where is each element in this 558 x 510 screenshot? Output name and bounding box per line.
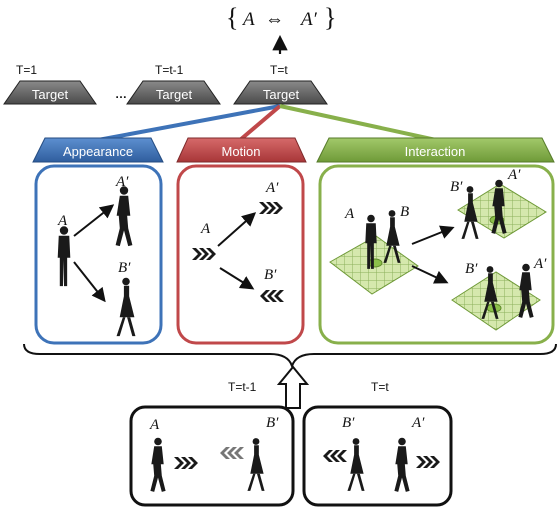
label-b-prime: B′ bbox=[465, 261, 478, 277]
target-label: Target bbox=[32, 87, 69, 102]
label-a-prime: A′ bbox=[115, 174, 129, 190]
label-b-prime: B′ bbox=[118, 260, 131, 276]
time-label: T=1 bbox=[16, 63, 37, 77]
svg-text:{: { bbox=[226, 3, 238, 32]
label-b-prime: B′ bbox=[266, 415, 279, 431]
target-label: Target bbox=[263, 87, 300, 102]
timeline-ellipsis: … bbox=[115, 87, 127, 101]
label-a: A bbox=[200, 221, 211, 237]
time-label: T=t bbox=[270, 63, 288, 77]
interaction-header: Interaction bbox=[316, 137, 555, 163]
svg-text:A′: A′ bbox=[299, 9, 318, 30]
label-b-prime: B′ bbox=[342, 415, 355, 431]
time-label: T=t-1 bbox=[155, 63, 184, 77]
appearance-header: Appearance bbox=[32, 137, 164, 163]
svg-text:}: } bbox=[324, 3, 336, 32]
label-a: A bbox=[57, 213, 68, 229]
target-t: T=t Target bbox=[233, 63, 328, 105]
svg-text:A: A bbox=[241, 9, 255, 30]
frame-t-minus-1: T=t-1 A B′ bbox=[129, 380, 295, 507]
svg-text:Interaction: Interaction bbox=[405, 144, 466, 159]
label-a: A bbox=[149, 417, 160, 433]
svg-text:Motion: Motion bbox=[221, 144, 260, 159]
appearance-panel: A A′ B′ bbox=[34, 164, 163, 345]
motion-connector bbox=[238, 104, 282, 142]
label-b-prime: B′ bbox=[264, 267, 277, 283]
input-arrow bbox=[276, 365, 310, 409]
appearance-connector bbox=[97, 104, 281, 142]
interaction-panel: A B B′ A′ B′ A′ bbox=[318, 164, 555, 345]
label-a-prime: A′ bbox=[507, 167, 521, 183]
label-a-prime: A′ bbox=[533, 256, 547, 272]
label-a-prime: A′ bbox=[411, 415, 425, 431]
motion-header: Motion bbox=[176, 137, 307, 163]
target-t1: T=1 Target bbox=[3, 63, 97, 105]
label-a-prime: A′ bbox=[265, 180, 279, 196]
label-a: A bbox=[344, 206, 355, 222]
time-label: T=t bbox=[371, 380, 389, 394]
target-label: Target bbox=[156, 87, 193, 102]
frame-t: T=t B′ A′ bbox=[302, 380, 453, 507]
label-b-prime: B′ bbox=[450, 179, 463, 195]
grouping-brace bbox=[23, 343, 557, 370]
svg-text:Appearance: Appearance bbox=[63, 144, 133, 159]
correspondence-formula: { A ⇔ A′ } bbox=[226, 3, 336, 32]
time-label: T=t-1 bbox=[228, 380, 257, 394]
svg-text:⇔: ⇔ bbox=[265, 9, 284, 30]
target-t-minus-1: T=t-1 Target bbox=[126, 63, 221, 105]
motion-panel: A A′ B′ bbox=[176, 164, 305, 345]
interaction-connector bbox=[279, 104, 437, 142]
label-b: B bbox=[400, 204, 409, 220]
